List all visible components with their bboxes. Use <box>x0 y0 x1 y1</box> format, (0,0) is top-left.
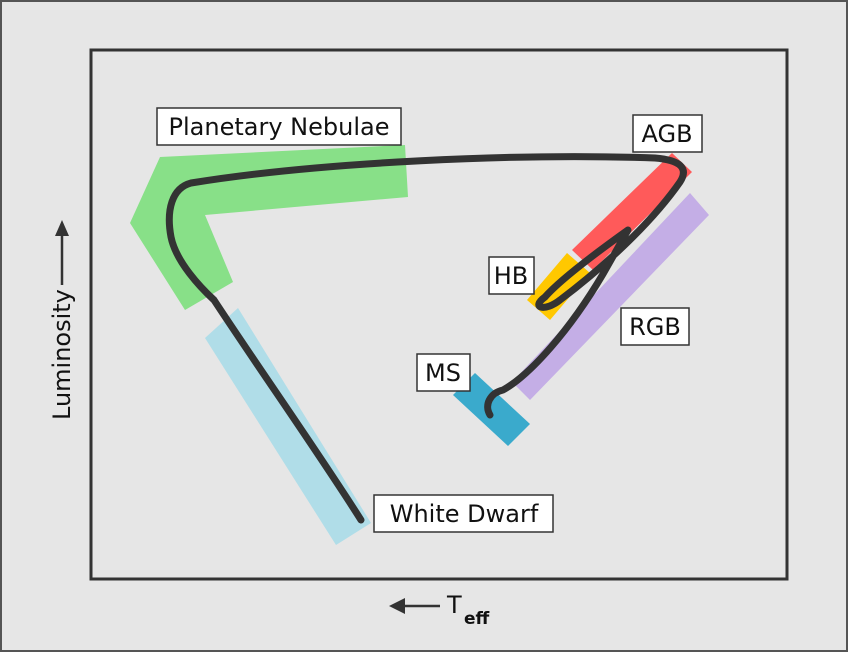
label-planetary-nebulae: Planetary Nebulae <box>156 107 402 146</box>
y-axis-label: Luminosity <box>48 220 76 420</box>
region-ms <box>453 373 530 446</box>
region-agb <box>572 153 692 270</box>
label-ms-text: MS <box>425 359 461 387</box>
y-axis-label-text: Luminosity <box>48 289 76 420</box>
x-axis-label-sub: eff <box>464 609 490 629</box>
x-axis-label-main: T <box>446 591 462 619</box>
label-rgb: RGB <box>620 307 690 346</box>
label-agb: AGB <box>632 114 703 153</box>
label-hb: HB <box>488 256 535 295</box>
plot-frame <box>89 48 789 581</box>
y-axis-arrow-head-icon <box>55 220 69 236</box>
region-white-dwarf <box>205 308 371 545</box>
label-ms: MS <box>416 353 471 392</box>
evolutionary-track <box>165 153 687 524</box>
region-rgb <box>512 193 709 400</box>
x-axis-arrow-head-icon <box>389 598 405 614</box>
label-hb-text: HB <box>494 262 529 290</box>
label-white-dwarf-text: White Dwarf <box>390 500 539 528</box>
x-axis-label: T eff <box>389 591 490 629</box>
region-planetary-nebulae <box>130 145 408 310</box>
label-white-dwarf: White Dwarf <box>373 494 554 533</box>
label-agb-text: AGB <box>641 120 692 148</box>
label-rgb-text: RGB <box>629 313 681 341</box>
label-planetary-nebulae-text: Planetary Nebulae <box>169 113 390 141</box>
